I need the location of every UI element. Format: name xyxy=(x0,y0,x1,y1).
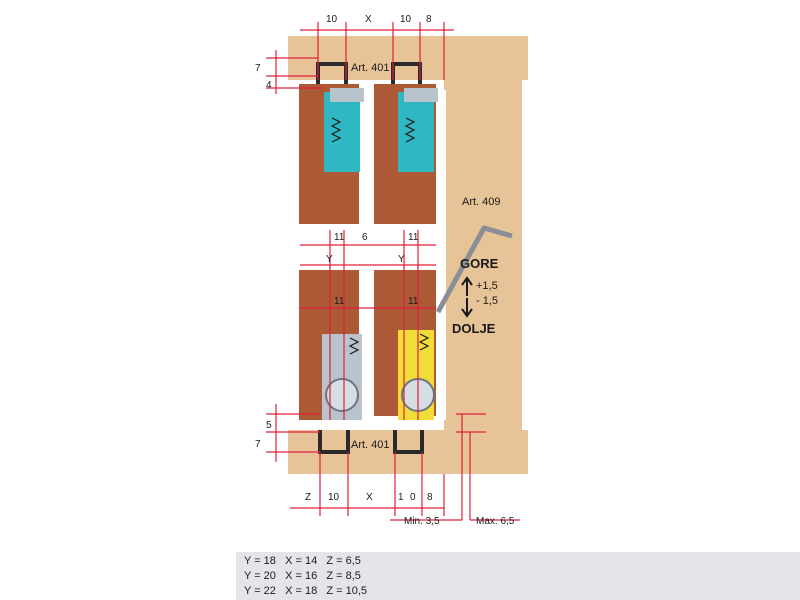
spring-left xyxy=(330,117,342,143)
dim-bot-10: 10 xyxy=(328,492,340,503)
dim-top-10a: 10 xyxy=(326,14,338,25)
dim-mid-ya: Y xyxy=(326,254,333,265)
roller-left-wheel xyxy=(325,378,359,412)
dim-bot-1: 1 xyxy=(398,492,404,503)
bottom-rail-right xyxy=(393,430,424,454)
top-frame-beam xyxy=(288,36,528,80)
roller-right-spring xyxy=(418,333,430,351)
dim-left-5: 5 xyxy=(266,420,272,431)
legend-row-3: Y = 22 X = 18 Z = 10,5 xyxy=(244,585,368,597)
dim-top-10b: 10 xyxy=(400,14,412,25)
art401-top-label: Art. 401 xyxy=(351,62,390,74)
minus-adjust-label: - 1,5 xyxy=(476,295,498,307)
min-label: Min. 3,5 xyxy=(404,516,440,527)
dim-left-7-bottom: 7 xyxy=(255,439,261,450)
art409-label: Art. 409 xyxy=(462,196,501,208)
up-arrow-icon xyxy=(461,276,473,296)
dim-mid-11b: 11 xyxy=(408,232,419,243)
gore-label: GORE xyxy=(460,256,499,271)
dim-mid-11a: 11 xyxy=(334,232,345,243)
guide-right-cap xyxy=(404,88,438,102)
dim-low-11a: 11 xyxy=(334,296,345,307)
art401-bottom-label: Art. 401 xyxy=(351,439,390,451)
down-arrow-icon xyxy=(461,298,473,318)
dim-mid-6: 6 xyxy=(362,232,368,243)
dim-bot-x: X xyxy=(366,492,373,503)
center-white-channel xyxy=(436,90,446,420)
dim-bot-0: 0 xyxy=(410,492,416,503)
top-guides xyxy=(324,88,438,172)
guide-left-cap xyxy=(330,88,364,102)
dolje-label: DOLJE xyxy=(452,321,496,336)
dim-top-x: X xyxy=(365,14,372,25)
guide-right-block xyxy=(398,92,434,172)
legend-row-1: Y = 18 X = 14 Z = 6,5 xyxy=(244,555,361,567)
roller-left-spring xyxy=(348,337,360,355)
dim-bot-z: Z xyxy=(305,492,311,503)
dim-top-8: 8 xyxy=(426,14,432,25)
dim-left-4: 4 xyxy=(266,80,272,91)
dimension-lines xyxy=(266,22,520,521)
bottom-rail-left xyxy=(318,430,350,454)
side-frame-panel xyxy=(444,78,522,432)
dim-bot-8: 8 xyxy=(427,492,433,503)
guide-left-block xyxy=(324,92,360,172)
max-label: Max. 6,5 xyxy=(476,516,515,527)
legend-box xyxy=(236,552,800,600)
dim-low-11b: 11 xyxy=(408,296,419,307)
legend-row-2: Y = 20 X = 16 Z = 8,5 xyxy=(244,570,361,582)
hex-key xyxy=(435,225,513,314)
spring-right xyxy=(404,117,416,143)
plus-adjust-label: +1,5 xyxy=(476,280,498,292)
dim-left-7-top: 7 xyxy=(255,63,261,74)
dim-mid-yb: Y xyxy=(398,254,405,265)
